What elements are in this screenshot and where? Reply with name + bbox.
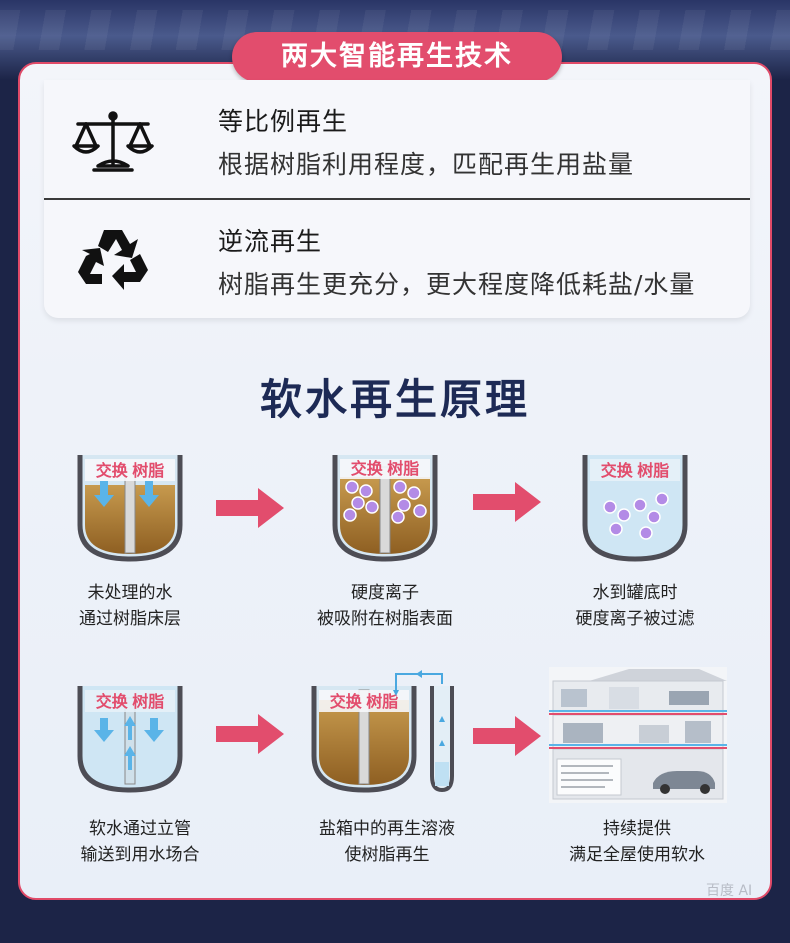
caption-line: 输送到用水场合 [80, 845, 200, 865]
balance-scale-icon [72, 111, 154, 172]
caption-line: 满足全屋使用软水 [569, 845, 705, 865]
arrow-right-icon [473, 482, 541, 522]
step-caption: 持续提供 满足全屋使用软水 [527, 816, 747, 868]
badge-title: 两大智能再生技术 [232, 32, 562, 82]
caption-line: 水到罐底时 [592, 583, 678, 603]
caption-line: 被吸附在树脂表面 [317, 609, 453, 629]
tank-label: 交换 树脂 [351, 459, 419, 478]
arrow-right-icon [473, 716, 541, 756]
caption-line: 使树脂再生 [344, 845, 430, 865]
technique-item: 逆流再生 树脂再生更充分，更大程度降低耗盐/水量 [44, 200, 750, 318]
caption-line: 硬度离子被过滤 [575, 609, 695, 629]
caption-line: 持续提供 [603, 819, 671, 839]
tank-label: 交换 树脂 [330, 692, 398, 711]
caption-line: 盐箱中的再生溶液 [319, 819, 455, 839]
caption-line: 未处理的水 [87, 583, 173, 603]
tank-label: 交换 树脂 [601, 461, 669, 480]
step-caption: 盐箱中的再生溶液 使树脂再生 [277, 816, 497, 868]
tank-label: 交换 树脂 [96, 461, 164, 480]
step-caption: 硬度离子 被吸附在树脂表面 [275, 580, 495, 632]
technique-title: 等比例再生 [218, 107, 349, 136]
technique-description: 树脂再生更充分，更大程度降低耗盐/水量 [218, 270, 696, 299]
step-caption: 软水通过立管 输送到用水场合 [30, 816, 250, 868]
step-diagram-filtered: 交换 树脂 [550, 455, 720, 565]
step-diagram-soft-water-out: 交换 树脂 [45, 686, 215, 796]
watermark: 百度 AI [706, 883, 753, 899]
tank-label: 交换 树脂 [96, 692, 164, 711]
arrow-right-icon [216, 714, 284, 754]
technique-description: 根据树脂利用程度，匹配再生用盐量 [218, 150, 635, 179]
techniques-panel: 等比例再生 根据树脂利用程度，匹配再生用盐量 逆流再生 树脂再生更充分，更大程度… [44, 80, 750, 318]
step-caption: 水到罐底时 硬度离子被过滤 [525, 580, 745, 632]
technique-title: 逆流再生 [218, 227, 323, 256]
technique-item: 等比例再生 根据树脂利用程度，匹配再生用盐量 [44, 80, 750, 198]
step-diagram-brine-regeneration: 交换 树脂 [282, 666, 482, 796]
arrow-right-icon [216, 488, 284, 528]
caption-line: 软水通过立管 [89, 819, 191, 839]
step-diagram-ion-adsorption: 交换 树脂 [300, 455, 470, 565]
recycle-icon [78, 230, 148, 290]
section-title: 软水再生原理 [259, 375, 530, 424]
house-illustration [549, 667, 727, 803]
divider [44, 198, 750, 200]
caption-line: 通过树脂床层 [79, 609, 181, 629]
step-diagram-raw-water: 交换 树脂 [45, 455, 215, 565]
step-caption: 未处理的水 通过树脂床层 [20, 580, 240, 632]
caption-line: 硬度离子 [351, 583, 419, 603]
